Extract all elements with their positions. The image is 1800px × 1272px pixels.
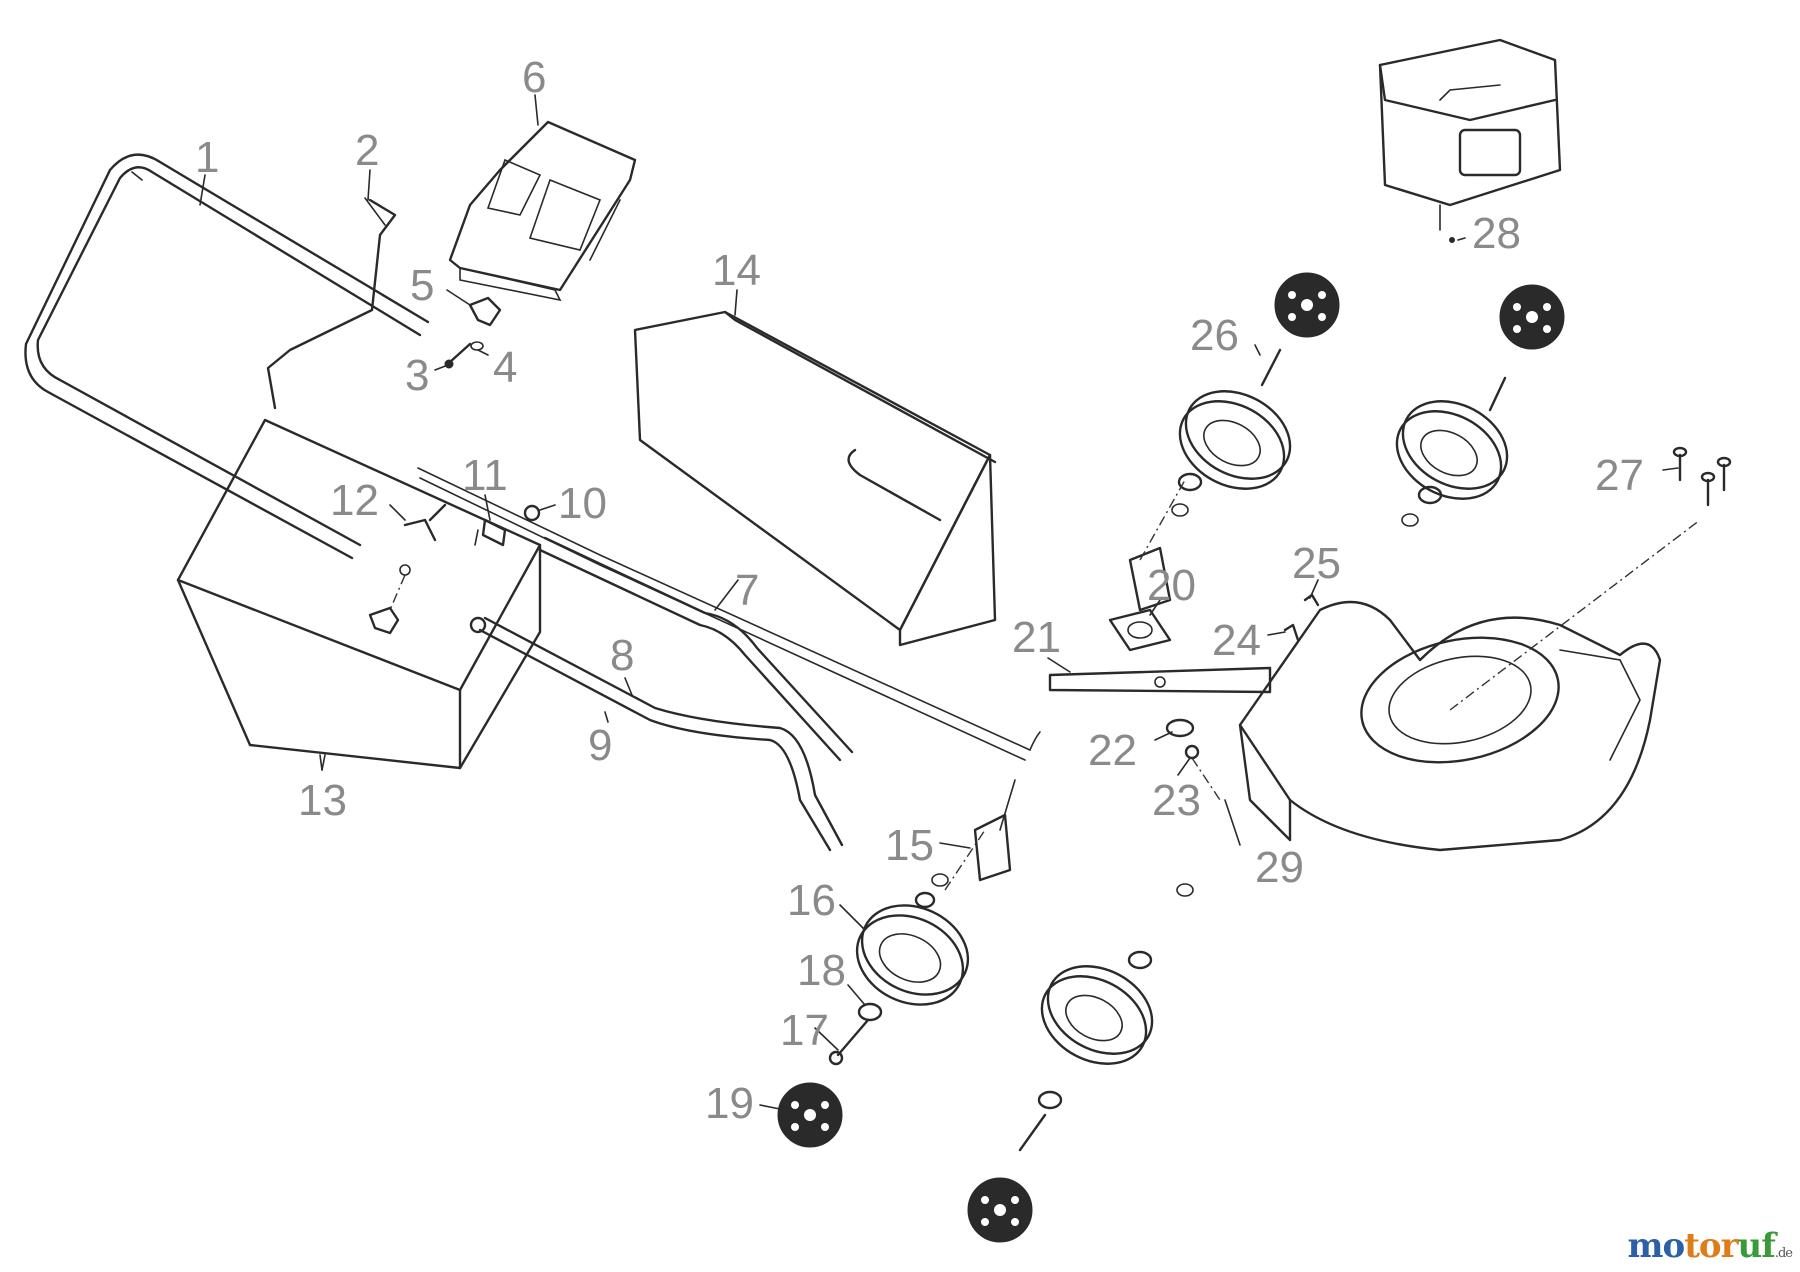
callout-20: 20 [1147,561,1196,610]
clip-11 [474,518,507,547]
cable-end [1029,731,1041,751]
bolt-bottom [1018,1090,1063,1152]
callout-24: 24 [1212,616,1261,665]
callout-7: 7 [735,566,759,615]
watermark-logo: motoruf.de [1627,1226,1793,1266]
spacer-10 [523,504,541,522]
bolt-26 [1260,348,1282,387]
leader-lines [199,94,1679,1111]
hubcap-upper-left [1274,272,1340,338]
engine [1378,38,1562,231]
callout-19: 19 [705,1079,754,1128]
knob-5 [468,296,502,327]
bolts-27 [1672,446,1732,507]
washers-front [1127,472,1443,970]
lower-handle-7 [417,467,1031,762]
logo-part-1: mo [1627,1226,1686,1266]
wheel-front-right [1395,400,1509,500]
blade-21 [1048,666,1272,694]
bolt-23 [1184,744,1221,801]
callout-16: 16 [787,876,836,925]
callout-18: 18 [797,946,846,995]
callout-6: 6 [522,53,546,102]
callout-5: 5 [410,261,434,310]
callout-12: 12 [330,476,379,525]
callout-14: 14 [712,246,761,295]
callout-9: 9 [588,721,612,770]
nut-18 [857,1002,883,1022]
bolt-upper-right [1488,376,1507,412]
spacer-lower [469,616,487,634]
spring-12 [403,503,447,542]
callout-1: 1 [195,133,219,182]
wheel-front-left [1178,390,1292,490]
knob-lower [368,564,411,635]
washer-22 [1165,718,1195,738]
grass-bag-cover [448,120,637,302]
bolt-17 [828,1018,870,1066]
upper-handle [24,153,430,560]
rear-bracket [944,779,1016,891]
mower-deck [1238,519,1701,852]
callout-8: 8 [610,631,634,680]
washer-4 [470,341,484,351]
key-28 [1449,237,1455,243]
callout-29: 29 [1255,843,1304,892]
callout-25: 25 [1292,539,1341,588]
callout-28: 28 [1472,209,1521,258]
grass-bag [176,418,542,771]
lower-handle-9 [478,616,844,852]
callout-2: 2 [355,126,379,175]
bag-frame [633,310,997,647]
hubcap-upper-right [1499,284,1565,350]
washer-rear [914,873,949,909]
logo-part-3: uf [1737,1226,1775,1266]
bolt-3 [444,342,472,369]
control-cable [266,197,397,410]
callout-15: 15 [885,821,934,870]
rear-wheel-16 [855,904,970,1006]
callout-21: 21 [1012,613,1061,662]
callout-11: 11 [462,451,508,500]
fastener-24 [1283,623,1300,642]
callout-13: 13 [298,776,347,825]
wheel-lower-front [1040,965,1154,1065]
callout-27: 27 [1595,451,1644,500]
callout-10: 10 [558,479,607,528]
blade-adapter-20 [1108,608,1172,652]
axle-bracket-front [1128,479,1186,612]
callout-17: 17 [780,1006,829,1055]
callout-26: 26 [1190,311,1239,360]
logo-suffix: .de [1774,1246,1793,1261]
callout-22: 22 [1088,726,1137,775]
callout-23: 23 [1152,776,1201,825]
callout-3: 3 [405,351,429,400]
callout-4: 4 [493,343,517,392]
callout-labels: 1 2 3 4 5 6 7 8 9 10 11 12 13 14 15 16 1… [195,53,1644,1128]
hubcap-bottom [967,1177,1033,1243]
hubcap-19 [777,1082,843,1148]
logo-part-2: tor [1684,1226,1738,1266]
